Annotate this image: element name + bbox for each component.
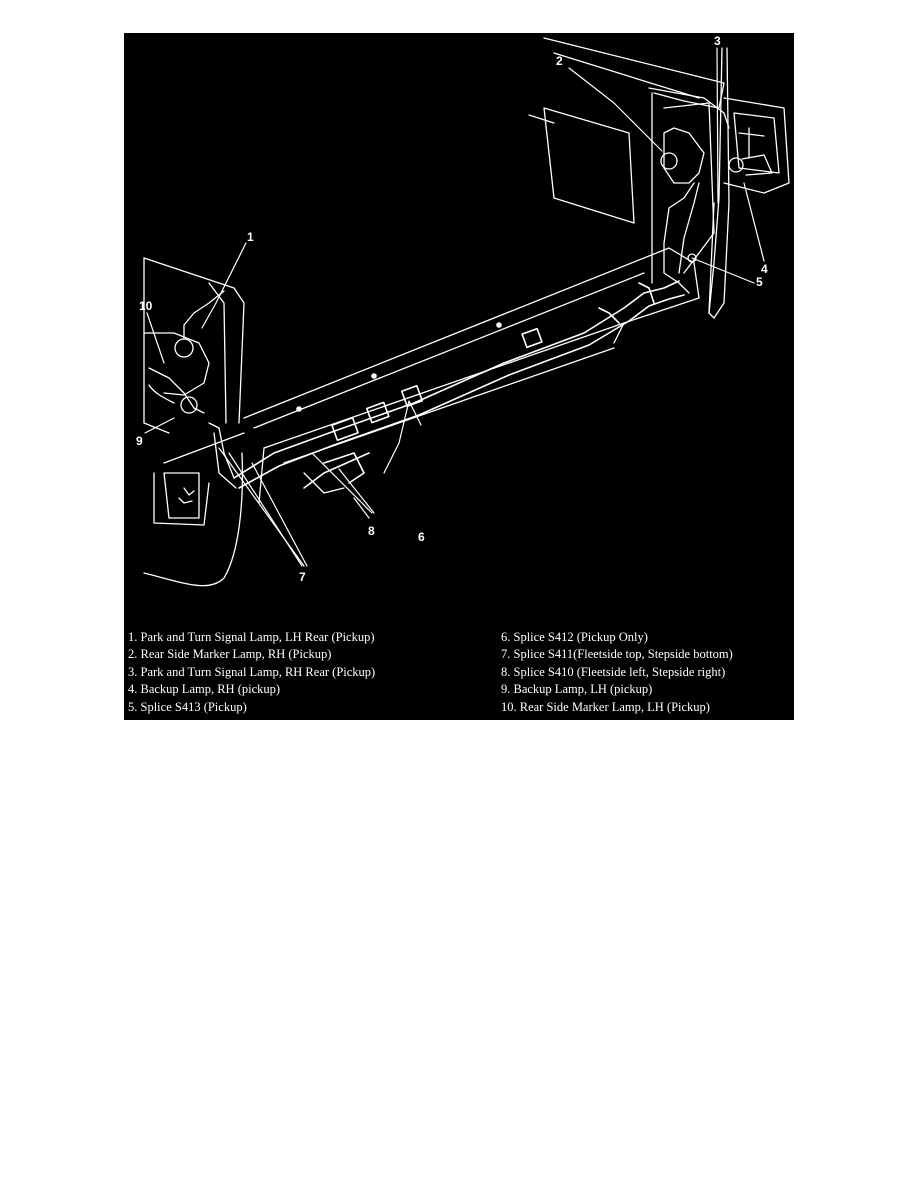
legend-item-9: 9. Backup Lamp, LH (pickup) xyxy=(501,682,653,697)
legend-item-1: 1. Park and Turn Signal Lamp, LH Rear (P… xyxy=(128,630,375,644)
legend-item-7: 7. Splice S411(Fleetside top, Stepside b… xyxy=(501,647,733,662)
wiring-diagram-figure: 1 2 3 4 5 6 7 8 9 10 1. Park and Turn Si… xyxy=(124,33,794,720)
callout-1: 1 xyxy=(247,230,254,244)
callout-9: 9 xyxy=(136,434,143,448)
legend-item-10: 10. Rear Side Marker Lamp, LH (Pickup) xyxy=(501,699,710,714)
callout-4: 4 xyxy=(761,262,768,276)
callout-3: 3 xyxy=(714,34,721,48)
legend-item-5: 5. Splice S413 (Pickup) xyxy=(128,699,247,714)
legend-item-3: 3. Park and Turn Signal Lamp, RH Rear (P… xyxy=(128,664,376,679)
callout-5: 5 xyxy=(756,275,763,289)
legend-item-2: 2. Rear Side Marker Lamp, RH (Pickup) xyxy=(128,647,332,662)
rear-crossmember xyxy=(243,247,700,504)
leader-lines xyxy=(144,47,765,567)
callout-6: 6 xyxy=(418,530,425,544)
harness-illustration: 1 2 3 4 5 6 7 8 9 10 xyxy=(136,34,790,587)
main-harness xyxy=(233,280,685,489)
callout-7: 7 xyxy=(299,570,306,584)
lh-bed-wall xyxy=(143,257,245,587)
legend-item-8: 8. Splice S410 (Fleetside left, Stepside… xyxy=(501,664,726,679)
legend-column-left: 1. Park and Turn Signal Lamp, LH Rear (P… xyxy=(128,629,375,716)
legend: 1. Park and Turn Signal Lamp, LH Rear (P… xyxy=(124,629,794,720)
rh-bed-wall xyxy=(528,37,790,284)
callout-labels: 1 2 3 4 5 6 7 8 9 10 xyxy=(136,34,768,584)
callout-10: 10 xyxy=(139,299,153,313)
callout-2: 2 xyxy=(556,54,563,68)
legend-item-4: 4. Backup Lamp, RH (pickup) xyxy=(128,682,281,697)
legend-column-right: 6. Splice S412 (Pickup Only) 7. Splice S… xyxy=(501,629,733,716)
legend-item-6: 6. Splice S412 (Pickup Only) xyxy=(501,630,648,644)
callout-8: 8 xyxy=(368,524,375,538)
